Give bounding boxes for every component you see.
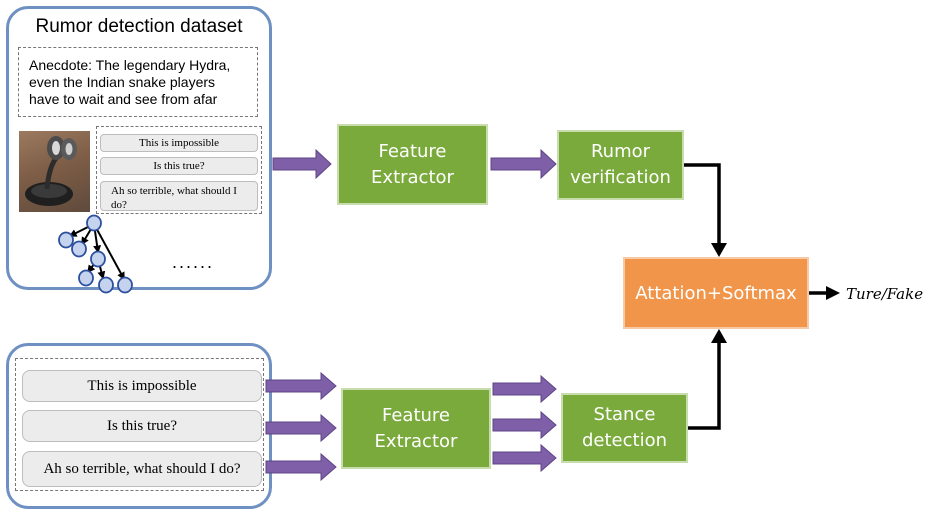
arrow-extractor-to-rumor [490, 148, 557, 180]
feature-extractor-top-box: Feature Extractor [337, 124, 488, 205]
output-label: Ture/Fake [846, 285, 924, 303]
arrow-stance1-to-extractor [265, 371, 337, 401]
anecdote-text: Anecdote: The legendary Hydra, even the … [18, 47, 258, 117]
comment-small-2: Is this true? [100, 157, 258, 175]
stance-comment-2: Is this true? [22, 410, 262, 442]
stance-detection-box: Stance detection [561, 393, 688, 463]
ellipsis: ...... [172, 252, 215, 272]
stance-comment-1: This is impossible [22, 370, 262, 402]
stance-comment-3: Ah so terrible, what should I do? [22, 451, 262, 487]
connector-stance-to-attention [688, 341, 721, 430]
attention-softmax-box: Attation+Softmax [623, 257, 809, 329]
arrow-extractor-to-stance-2 [492, 410, 557, 440]
dataset-title: Rumor detection dataset [35, 16, 243, 37]
arrow-dataset-to-extractor [272, 148, 332, 180]
arrow-extractor-to-stance-1 [492, 374, 557, 404]
comment-small-1: This is impossible [100, 134, 258, 152]
propagation-tree-icon [58, 214, 133, 294]
arrow-stance3-to-extractor [265, 452, 337, 482]
arrow-stance2-to-extractor [265, 413, 337, 443]
snake-image [19, 131, 90, 212]
rumor-verification-box: Rumor verification [557, 130, 684, 200]
connector-rumor-to-attention [684, 163, 721, 245]
comment-small-3: Ah so terrible, what should I do? [100, 181, 258, 211]
cobra-photo-icon [25, 136, 77, 206]
arrow-extractor-to-stance-3 [492, 443, 557, 473]
feature-extractor-bottom-box: Feature Extractor [341, 388, 491, 469]
